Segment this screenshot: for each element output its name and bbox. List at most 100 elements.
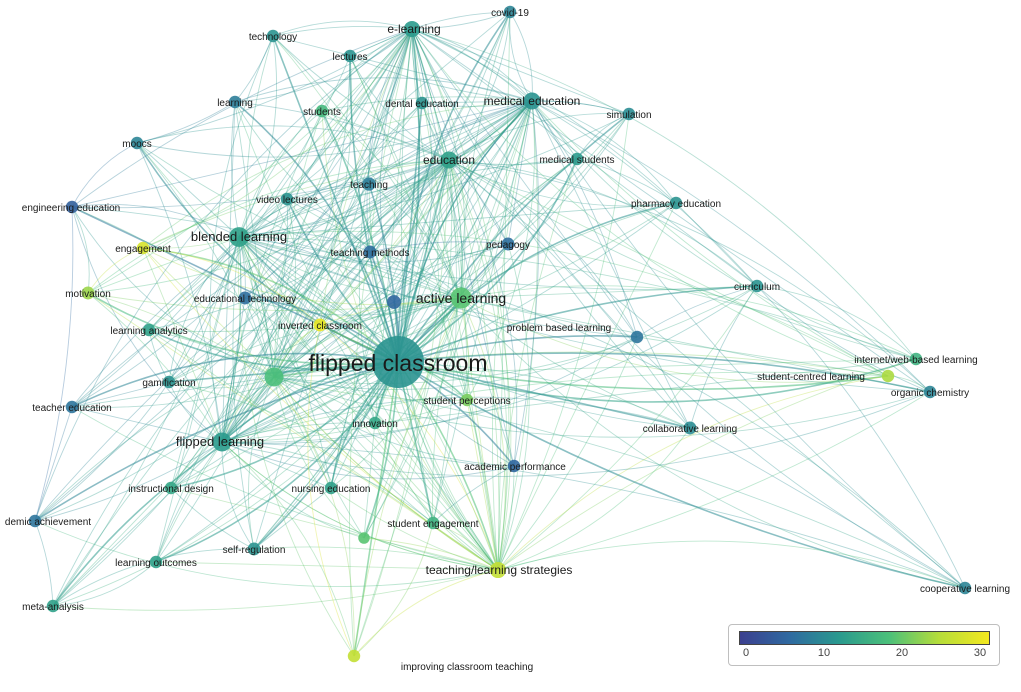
node-gamification[interactable]	[162, 375, 176, 389]
node-student-centred-learning[interactable]	[881, 369, 895, 383]
edge	[397, 11, 511, 363]
label-dental-education: dental education	[385, 99, 458, 110]
node-teacher-education[interactable]	[65, 400, 79, 414]
node-learning-outcomes[interactable]	[149, 555, 163, 569]
label-educational-technology: educational technology	[194, 294, 296, 305]
node-medical-students[interactable]	[570, 152, 584, 166]
node-pedagogy[interactable]	[501, 237, 515, 251]
edge	[689, 285, 758, 429]
edge	[168, 159, 450, 383]
node-student-perceptions[interactable]	[460, 393, 474, 407]
node-engineering-education[interactable]	[65, 200, 79, 214]
node-unlabeled-blue[interactable]	[387, 295, 401, 309]
edge	[448, 159, 463, 299]
label-teaching-methods: teaching methods	[331, 248, 410, 259]
edge	[273, 158, 578, 378]
label-learning-outcomes: learning outcomes	[115, 558, 197, 569]
label-inverted-classroom: inverted classroom	[278, 321, 362, 332]
node-lectures[interactable]	[343, 49, 357, 63]
node-nursing-education[interactable]	[324, 481, 338, 495]
node-technology[interactable]	[266, 29, 280, 43]
edge	[168, 28, 413, 383]
node-flipped-classroom[interactable]	[372, 336, 424, 388]
edge	[273, 376, 499, 571]
node-academic-performance[interactable]	[507, 459, 521, 473]
node-collaborative-learning[interactable]	[683, 421, 697, 435]
node-blended-learning[interactable]	[229, 227, 249, 247]
edge	[248, 376, 275, 550]
node-meta-analysis[interactable]	[46, 599, 60, 613]
edge	[273, 376, 499, 571]
node-teaching-methods[interactable]	[363, 245, 377, 259]
edge	[272, 35, 462, 299]
node-curriculum[interactable]	[750, 279, 764, 293]
node-active-learning[interactable]	[450, 287, 472, 309]
node-medical-education[interactable]	[523, 92, 541, 110]
edge	[497, 100, 539, 571]
edge	[221, 441, 966, 589]
edge	[34, 406, 73, 522]
node-e-learning[interactable]	[403, 20, 421, 38]
node-teaching[interactable]	[362, 177, 376, 191]
label-nursing-education: nursing education	[292, 484, 371, 495]
edge	[397, 352, 931, 393]
edge	[448, 159, 500, 571]
node-flipped-learning[interactable]	[212, 432, 232, 452]
edge	[397, 361, 691, 429]
node-engagement[interactable]	[136, 241, 150, 255]
node-student-engagement[interactable]	[426, 516, 440, 530]
edge	[71, 206, 275, 378]
edge	[34, 100, 533, 522]
node-video-lectures[interactable]	[280, 192, 294, 206]
edge	[448, 159, 518, 467]
node-covid19[interactable]	[503, 5, 517, 19]
edge	[142, 28, 413, 249]
edges	[34, 11, 966, 657]
node-moocs[interactable]	[130, 136, 144, 150]
node-self-regulation[interactable]	[247, 542, 261, 556]
label-teaching-learning-strategies: teaching/learning strategies	[426, 563, 573, 577]
node-unlabeled-small-green[interactable]	[358, 532, 370, 544]
edge	[460, 297, 691, 429]
node-motivation[interactable]	[81, 286, 95, 300]
node-innovation[interactable]	[368, 416, 382, 430]
node-learning[interactable]	[228, 95, 242, 109]
node-improving-classroom-teaching[interactable]	[347, 649, 361, 663]
legend-tick: 0	[742, 647, 750, 659]
edge	[531, 100, 758, 287]
edge	[238, 100, 533, 238]
label-academic-achievement: demic achievement	[5, 517, 91, 528]
edge	[273, 358, 917, 378]
edge	[234, 28, 413, 103]
edge	[397, 202, 677, 363]
node-unlabeled-green[interactable]	[264, 367, 284, 387]
node-dental-education[interactable]	[415, 96, 429, 110]
edge	[286, 159, 450, 201]
node-learning-analytics[interactable]	[142, 323, 156, 337]
edge	[460, 285, 917, 360]
node-pharmacy-education[interactable]	[669, 196, 683, 210]
node-cooperative-learning[interactable]	[958, 581, 972, 595]
node-problem-based-learning[interactable]	[630, 330, 644, 344]
node-inverted-classroom[interactable]	[313, 318, 327, 332]
node-teaching-learning-strategies[interactable]	[489, 561, 507, 579]
node-internet-web-based-learning[interactable]	[909, 352, 923, 366]
node-simulation[interactable]	[622, 107, 636, 121]
edge	[531, 100, 638, 338]
label-meta-analysis: meta-analysis	[22, 602, 84, 613]
edge	[52, 236, 240, 607]
node-academic-achievement[interactable]	[28, 514, 42, 528]
edge	[221, 101, 236, 443]
node-education[interactable]	[440, 151, 458, 169]
node-instructional-design[interactable]	[164, 481, 178, 495]
edge	[353, 522, 434, 657]
node-organic-chemistry[interactable]	[923, 385, 937, 399]
node-students[interactable]	[315, 104, 329, 118]
edge	[238, 236, 509, 263]
edge	[379, 28, 413, 303]
edge	[170, 376, 275, 489]
edge	[142, 247, 499, 571]
node-educational-technology[interactable]	[238, 291, 252, 305]
edge	[238, 236, 691, 429]
